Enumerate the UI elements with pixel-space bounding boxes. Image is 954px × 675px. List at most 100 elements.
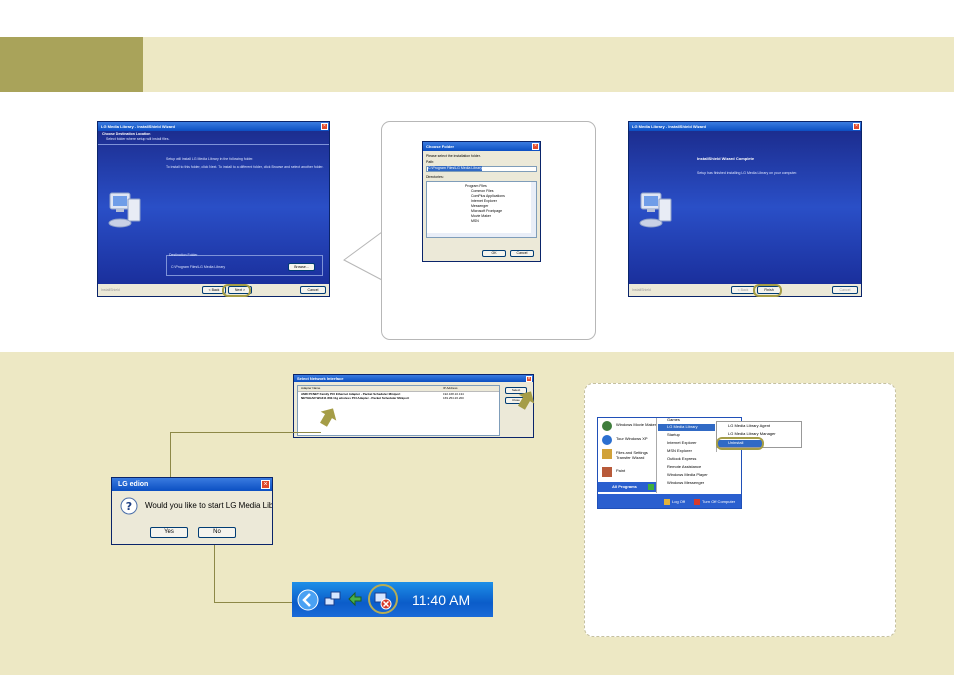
window-title: LG Media Library - InstallShield Wizard: [98, 122, 329, 131]
tray-clock[interactable]: 11:40 AM: [412, 592, 471, 608]
log-off-icon: [664, 499, 670, 505]
program-item[interactable]: Windows Messenger: [667, 480, 705, 485]
tree-item[interactable]: Internet Explorer: [471, 199, 497, 203]
tree-item[interactable]: Common Files: [471, 189, 494, 193]
installshield-brand: InstallShield: [101, 288, 120, 292]
table-row[interactable]: NETGEAR WG311 802.11g wireless PCI Adapt…: [301, 396, 410, 400]
close-icon[interactable]: ×: [526, 376, 532, 382]
program-item[interactable]: Windows Media Player: [667, 472, 708, 477]
adapter-list[interactable]: Adapter Name IP Address AMD PCNET Family…: [297, 385, 500, 436]
yes-button[interactable]: Yes: [150, 527, 188, 538]
program-item-selected[interactable]: [658, 424, 715, 431]
tree-item[interactable]: Microsoft Frontpage: [471, 209, 503, 213]
step-subtitle: Select folder where setup will install f…: [106, 137, 170, 141]
power-icon: [694, 499, 700, 505]
tree-item[interactable]: ComPlus Applications: [471, 194, 505, 198]
close-icon[interactable]: ×: [532, 143, 539, 150]
cancel-button[interactable]: Cancel: [510, 250, 534, 257]
back-button[interactable]: < Back: [202, 286, 226, 294]
start-menu-item[interactable]: Windows Movie Maker: [616, 422, 657, 427]
path-value: C:\Program Files\LG Media Library: [428, 166, 483, 171]
arrow-pointer-icon: [320, 408, 337, 427]
all-programs-label: All Programs: [612, 484, 637, 489]
tree-hscrollbar[interactable]: [427, 233, 536, 237]
program-item[interactable]: MSN Explorer: [667, 448, 692, 453]
folder-prompt: Please select the installation folder.: [426, 154, 481, 158]
tree-item[interactable]: MSN: [471, 219, 479, 223]
destination-group: Destination Folder C:\Program Files\LG M…: [166, 253, 323, 276]
program-item[interactable]: Startup: [667, 432, 680, 437]
all-programs-bar[interactable]: All Programs: [598, 482, 656, 492]
connector-line: [170, 432, 321, 521]
no-button[interactable]: No: [198, 527, 236, 538]
start-menu-item[interactable]: Paint: [616, 468, 626, 473]
start-menu-item[interactable]: Files and Settings Transfer Wizard: [616, 450, 648, 460]
close-icon[interactable]: ×: [261, 480, 270, 489]
col-adapter-name: Adapter Name: [301, 386, 321, 390]
program-item[interactable]: Games: [667, 417, 680, 422]
program-item[interactable]: Internet Explorer: [667, 440, 697, 445]
directories-label: Directories:: [426, 175, 444, 179]
network-icon[interactable]: [324, 590, 342, 608]
tree-item[interactable]: Movie Maker: [471, 214, 492, 218]
program-item[interactable]: Outlook Express: [667, 456, 697, 461]
install-line-2: To install to this folder, click Next. T…: [166, 165, 324, 169]
path-input[interactable]: C:\Program Files\LG Media Library: [426, 166, 537, 172]
network-interface-dialog: Select Network Interface × Adapter Name …: [293, 374, 534, 438]
cancel-button[interactable]: Cancel: [832, 286, 858, 294]
app-icon: [602, 435, 612, 445]
next-button[interactable]: Next >: [228, 286, 252, 294]
network-disconnected-icon[interactable]: [373, 590, 393, 610]
wizard-complete-window: LG Media Library - InstallShield Wizard …: [628, 121, 862, 297]
uninstall-item[interactable]: Uninstall: [728, 440, 744, 445]
dialog-title: LG edion: [118, 481, 149, 488]
path-label: Path:: [426, 160, 435, 164]
back-button[interactable]: < Back: [731, 286, 755, 294]
start-question-dialog: LG edion × ? Would you like to start LG …: [111, 477, 273, 545]
tree-item[interactable]: Messenger: [471, 204, 489, 208]
col-ip-address: IP Address: [443, 386, 458, 390]
directory-tree[interactable]: Program Files Common Files ComPlus Appli…: [426, 181, 537, 238]
header-tab: [0, 37, 143, 92]
browse-button[interactable]: Browse...: [288, 263, 315, 271]
tree-item[interactable]: Program Files: [465, 184, 487, 188]
window-title: LG Media Library - InstallShield Wizard: [629, 122, 861, 131]
choose-folder-dialog: Choose Folder × Please select the instal…: [422, 141, 541, 262]
next-highlight: [222, 284, 251, 297]
complete-heading: InstallShield Wizard Complete: [697, 156, 755, 161]
header-band: [0, 37, 954, 92]
app-icon: [602, 449, 612, 459]
table-cell-ip: 192.168.10.134: [443, 392, 464, 396]
program-item[interactable]: Remote Assistance: [667, 464, 702, 469]
installshield-brand: InstallShield: [632, 288, 651, 292]
turn-off-button[interactable]: Turn Off Computer: [702, 499, 736, 504]
wizard-body: Choose Destination Location Select folde…: [98, 131, 329, 284]
tree-scrollbar[interactable]: [531, 182, 536, 237]
arrow-pointer-icon: [518, 391, 535, 410]
lg-media-submenu: LG Media Library Agent LG Media Library …: [716, 421, 802, 448]
ok-button[interactable]: OK: [482, 250, 506, 257]
wizard-footer: InstallShield < Back Finish Cancel: [629, 284, 861, 296]
uninstall-item-selected[interactable]: [718, 440, 763, 447]
sync-icon[interactable]: [346, 590, 364, 608]
divider: [98, 144, 329, 145]
start-menu-footer: Log Off Turn Off Computer: [598, 494, 741, 508]
start-menu: Windows Movie Maker Tour Windows XP File…: [597, 417, 742, 509]
lg-manager-item[interactable]: LG Media Library Manager: [728, 431, 776, 436]
taskbar-tray: 11:40 AM: [292, 582, 493, 617]
finish-highlight: [753, 284, 782, 297]
close-icon[interactable]: ×: [853, 123, 860, 130]
chevron-left-icon[interactable]: [297, 589, 319, 611]
log-off-button[interactable]: Log Off: [672, 499, 686, 504]
select-button[interactable]: Select: [505, 387, 527, 394]
close-icon[interactable]: ×: [321, 123, 328, 130]
table-row[interactable]: AMD PCNET Family PCI Ethernet Adapter - …: [301, 392, 401, 396]
install-line-1: Setup will install LG Media Library in t…: [166, 157, 254, 161]
cancel-button[interactable]: Cancel: [300, 286, 326, 294]
program-item[interactable]: LG Media Library: [667, 424, 698, 429]
complete-line-1: Setup has finished installing LG Media L…: [697, 171, 798, 175]
callout-pointer: [343, 231, 383, 281]
start-menu-item[interactable]: Tour Windows XP: [616, 436, 648, 441]
green-arrow-icon: [648, 484, 654, 490]
lg-agent-item[interactable]: LG Media Library Agent: [728, 423, 771, 428]
